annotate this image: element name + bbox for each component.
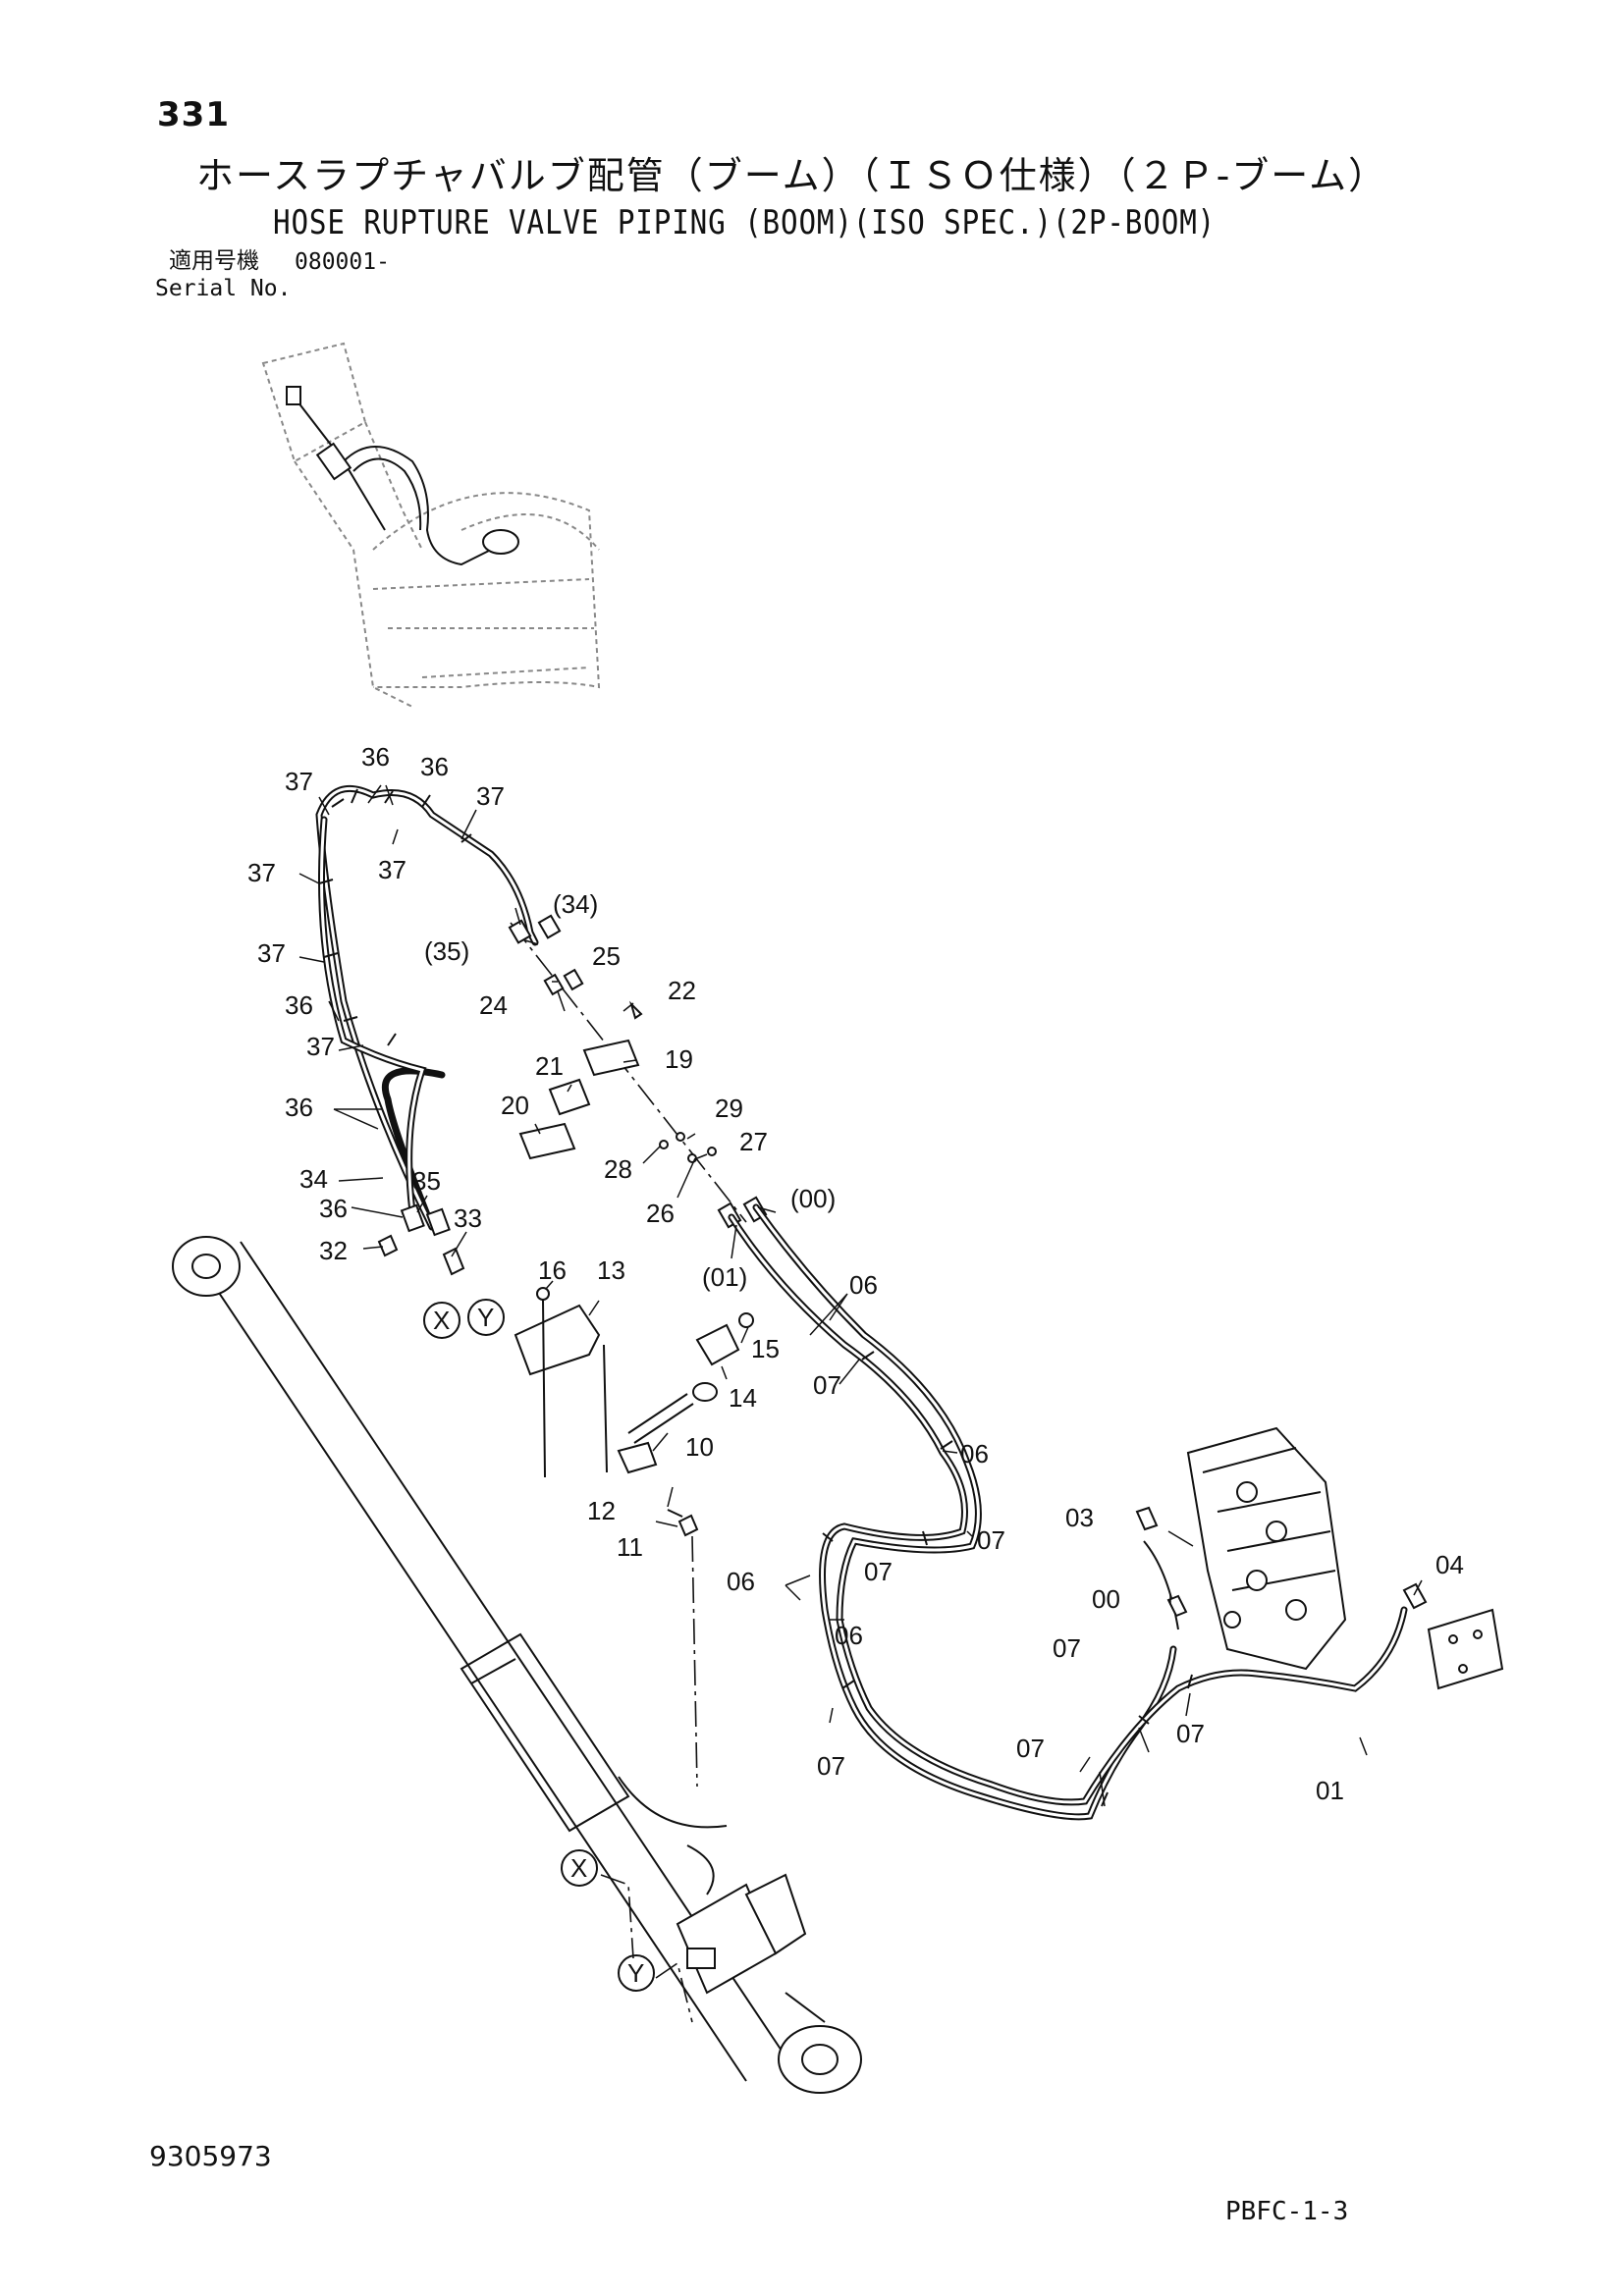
plate-20: [518, 1122, 576, 1160]
callout-16: 16: [538, 1255, 567, 1285]
clamp-14: [695, 1323, 740, 1366]
serial-number-value: 080001-: [295, 249, 390, 275]
fitting-03: [1135, 1506, 1159, 1531]
connection-markers: X Y X Y: [423, 1299, 693, 2023]
callout-07: 07: [1053, 1633, 1081, 1663]
callout-01-ref: (01): [702, 1262, 747, 1292]
left-hose-assembly: [315, 784, 539, 1276]
callout-37: 37: [306, 1032, 335, 1061]
callout-03: 03: [1065, 1503, 1094, 1532]
control-valve-block: [1186, 1426, 1504, 1690]
callout-10: 10: [685, 1432, 714, 1462]
marker-y-lower: [618, 1954, 655, 1992]
callout-34-ref: (34): [553, 889, 598, 919]
bracket-19: [582, 1039, 640, 1077]
callout-12: 12: [587, 1496, 616, 1525]
sheet-code: PBFC-1-3: [1225, 2197, 1349, 2226]
callout-33: 33: [454, 1203, 482, 1233]
serial-label-english: Serial No.: [155, 276, 292, 301]
fitting-00: [1166, 1594, 1188, 1618]
callout-36: 36: [285, 990, 313, 1020]
serial-label-japanese: 適用号機: [169, 248, 259, 274]
page-number: 331: [157, 95, 230, 134]
callout-21: 21: [535, 1051, 564, 1081]
callout-20: 20: [501, 1091, 529, 1120]
callout-07: 07: [1176, 1719, 1205, 1748]
callout-01: 01: [1316, 1776, 1344, 1805]
callout-07: 07: [977, 1525, 1005, 1555]
callout-28: 28: [604, 1154, 632, 1184]
callout-35-ref: (35): [424, 936, 469, 966]
callout-06: 06: [849, 1270, 878, 1300]
fitting-04: [1402, 1582, 1428, 1610]
callout-07: 07: [864, 1557, 893, 1586]
mounting-plate: [1427, 1608, 1504, 1690]
bracket-group: [514, 1287, 754, 1788]
callout-27: 27: [739, 1127, 768, 1156]
callout-37: 37: [378, 855, 406, 884]
callout-06: 06: [960, 1439, 989, 1468]
callout-04: 04: [1435, 1550, 1464, 1579]
callout-37: 37: [247, 858, 276, 887]
bracket-13: [514, 1304, 601, 1376]
clamp-10: [617, 1441, 658, 1474]
marker-y-upper-label: Y: [477, 1303, 494, 1332]
bolt-16: [536, 1287, 550, 1301]
clamp-21: [548, 1078, 591, 1116]
callout-11: 11: [617, 1532, 643, 1562]
callout-37: 37: [476, 781, 505, 811]
callout-07: 07: [1016, 1734, 1045, 1763]
callout-00-ref: (00): [790, 1184, 836, 1213]
callout-32: 32: [319, 1236, 348, 1265]
callout-26: 26: [646, 1199, 675, 1228]
callout-06: 06: [835, 1621, 863, 1650]
callout-13: 13: [597, 1255, 625, 1285]
callout-07: 07: [817, 1751, 845, 1781]
marker-y-lower-label: Y: [627, 1958, 644, 1988]
callout-34: 34: [299, 1164, 328, 1194]
fitting-32: [377, 1234, 399, 1257]
callout-36: 36: [361, 742, 390, 772]
marker-x-lower: [561, 1849, 598, 1887]
callout-36: 36: [420, 752, 449, 781]
callout-36: 36: [319, 1194, 348, 1223]
callout-35: 35: [412, 1166, 441, 1196]
callout-14: 14: [729, 1383, 757, 1413]
machine-overview-sketch: [261, 342, 601, 708]
callout-29: 29: [715, 1094, 743, 1123]
fitting-11: [677, 1514, 699, 1537]
page-title-english: HOSE RUPTURE VALVE PIPING (BOOM)(ISO SPE…: [273, 203, 1217, 242]
callout-15: 15: [751, 1334, 780, 1363]
bolt-15: [738, 1312, 754, 1328]
callout-37: 37: [257, 938, 286, 968]
callout-00: 00: [1092, 1584, 1120, 1614]
overview-valve-icon: [482, 529, 519, 555]
page-title-japanese: ホースラプチャバルブ配管（ブーム）（ＩＳＯ仕様）（２Ｐ-ブーム）: [196, 154, 1388, 197]
callout-07: 07: [813, 1370, 841, 1400]
leader-lines: [298, 784, 1423, 1807]
drawing-number: 9305973: [149, 2140, 272, 2172]
callout-labels: 37 36 36 37 37 37 37 36 37 36 34 36 35 3…: [247, 742, 1464, 1805]
callout-37: 37: [285, 767, 313, 796]
callout-36: 36: [285, 1093, 313, 1122]
callout-24: 24: [479, 990, 508, 1020]
right-hose-assembly: [728, 1203, 1428, 1821]
callout-25: 25: [592, 941, 621, 971]
callout-06: 06: [727, 1567, 755, 1596]
boom-cylinder: [172, 1236, 862, 2094]
marker-x-upper: [423, 1302, 460, 1339]
fitting-33: [442, 1247, 465, 1276]
marker-y-upper: [467, 1299, 505, 1336]
callout-19: 19: [665, 1044, 693, 1074]
marker-x-upper-label: X: [433, 1306, 450, 1335]
callout-22: 22: [668, 976, 696, 1005]
marker-x-lower-label: X: [570, 1853, 587, 1883]
